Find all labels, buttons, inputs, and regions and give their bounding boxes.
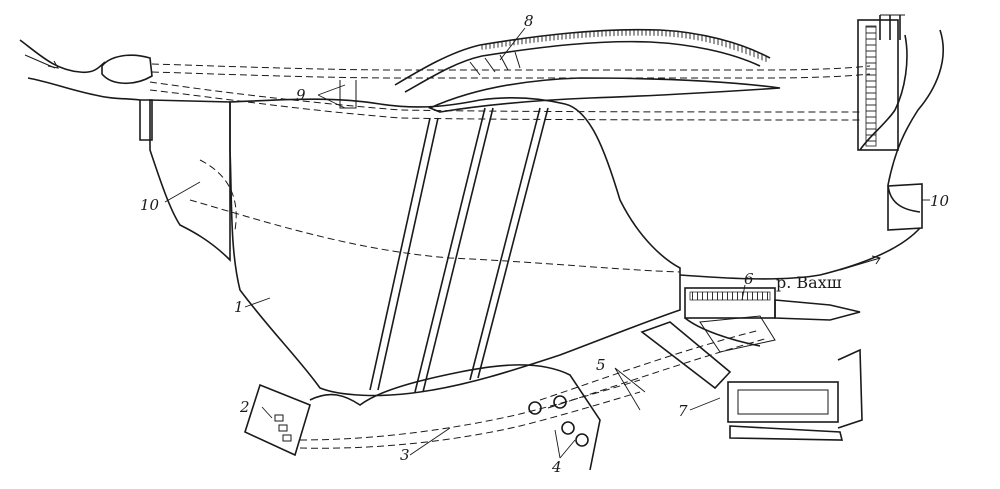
river-flow-arrows — [839, 255, 881, 271]
label-2: 2 — [239, 398, 250, 416]
river-upstream — [19, 39, 141, 101]
label-10-left: 10 — [140, 196, 160, 214]
switchyard — [727, 348, 863, 441]
river-name-label: р. Вахш — [776, 273, 842, 292]
label-6: 6 — [744, 270, 754, 288]
left-bank-building — [244, 383, 311, 457]
label-5: 5 — [596, 356, 606, 374]
powerhouse — [684, 287, 861, 347]
label-9: 9 — [296, 86, 306, 104]
label-7: 7 — [678, 402, 688, 420]
river-right-bank — [679, 29, 944, 280]
main-dam-body — [149, 97, 681, 397]
label-10-right: 10 — [930, 192, 950, 210]
label-3: 3 — [400, 446, 410, 464]
penstocks — [539, 315, 776, 409]
leader-lines — [164, 27, 930, 459]
upstream-cofferdam — [101, 54, 153, 85]
surge-tanks — [528, 395, 589, 447]
downstream-cofferdam — [887, 183, 923, 231]
spillway-chute — [394, 28, 781, 113]
label-1: 1 — [234, 298, 244, 316]
intake-structure-right — [857, 14, 905, 151]
access-tunnels — [299, 364, 641, 471]
label-4: 4 — [551, 458, 562, 476]
upstream-left-cofferdam — [139, 99, 153, 141]
diversion-tunnels — [149, 63, 871, 121]
label-8: 8 — [524, 12, 534, 30]
